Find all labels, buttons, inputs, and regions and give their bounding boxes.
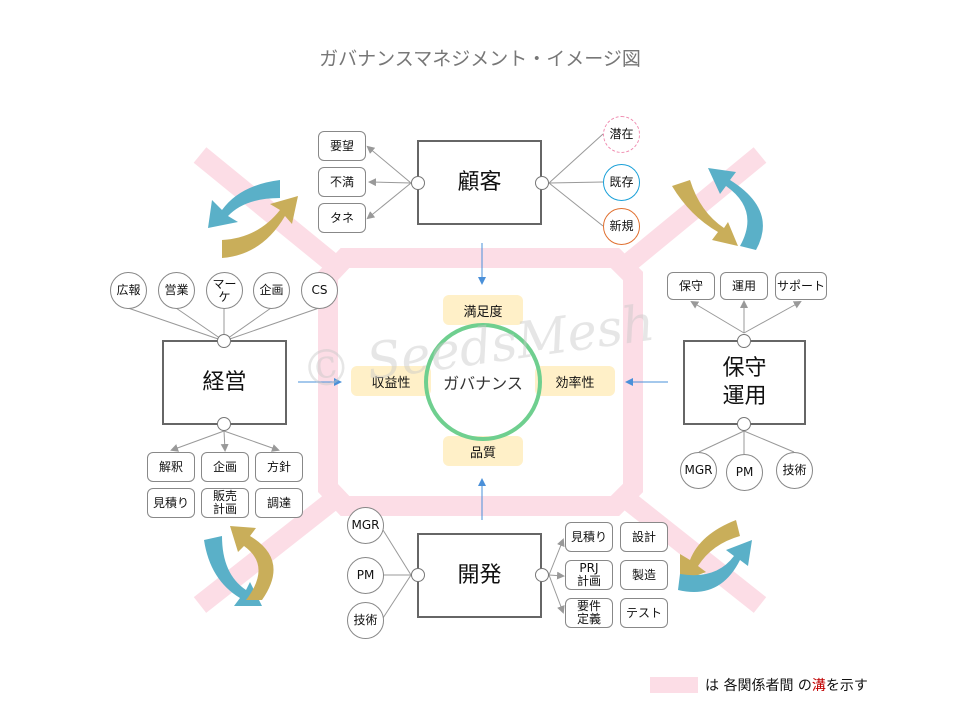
connector-node (535, 568, 549, 582)
connector-node (737, 417, 751, 431)
development-design: 設計 (620, 522, 668, 552)
teal-arrow-icon (708, 168, 763, 250)
management-box: 経営 (162, 340, 287, 425)
operations-box: 保守 運用 (683, 340, 806, 425)
connector-node (217, 417, 231, 431)
connector-node (217, 334, 231, 348)
operations-tech: 技術 (776, 452, 813, 489)
management-policy: 方針 (255, 452, 303, 482)
existing-customer: 既存 (603, 164, 640, 201)
profitability-label: 収益性 (351, 366, 431, 396)
potential-customer: 潜在 (603, 116, 640, 153)
gold-arrow-icon (680, 520, 740, 582)
development-requirements: 要件 定義 (565, 598, 613, 628)
operations-operation: 運用 (720, 272, 768, 300)
development-box: 開発 (417, 533, 542, 618)
connector-node (737, 334, 751, 348)
development-mgr: MGR (347, 507, 384, 544)
legend-highlight: 溝 (811, 678, 826, 694)
connector-lines (127, 133, 802, 619)
management-marketing: マー ケ (206, 272, 243, 309)
management-procurement: 調達 (255, 488, 303, 518)
gold-arrow-icon (222, 196, 298, 258)
management-cs: CS (301, 272, 338, 309)
governance-circle: ガバナンス (424, 323, 542, 441)
management-interpretation: 解釈 (147, 452, 195, 482)
new-customer: 新規 (603, 208, 640, 245)
management-plan: 企画 (201, 452, 249, 482)
operations-pm: PM (726, 454, 763, 491)
connector-node (411, 176, 425, 190)
diagram-title: ガバナンスマネジメント・イメージ図 (319, 48, 641, 70)
legend-text: は 各関係者間 の 溝を示す (705, 675, 868, 695)
management-planning: 企画 (253, 272, 290, 309)
curved-arrows (204, 168, 763, 606)
gold-arrow-icon (672, 180, 738, 246)
development-project-plan: PRJ 計画 (565, 560, 613, 590)
development-test: テスト (620, 598, 668, 628)
management-pr: 広報 (110, 272, 147, 309)
legend-post: を示す (825, 678, 868, 694)
customer-request: 要望 (318, 131, 366, 161)
legend-swatch (650, 677, 698, 693)
management-sales-plan: 販売 計画 (201, 488, 249, 518)
influence-arrows (298, 243, 668, 520)
development-pm: PM (347, 557, 384, 594)
customer-seed: タネ (318, 203, 366, 233)
operations-support: サポート (775, 272, 827, 300)
connector-node (535, 176, 549, 190)
development-manufacturing: 製造 (620, 560, 668, 590)
efficiency-label: 効率性 (535, 366, 615, 396)
customer-box: 顧客 (417, 140, 542, 225)
connector-node (411, 568, 425, 582)
management-estimate: 見積り (147, 488, 195, 518)
management-sales: 営業 (158, 272, 195, 309)
teal-arrow-icon (204, 536, 262, 606)
operations-maintenance: 保守 (667, 272, 715, 300)
development-estimate: 見積り (565, 522, 613, 552)
teal-arrow-icon (678, 540, 752, 592)
gold-arrow-icon (230, 526, 274, 600)
development-tech: 技術 (347, 602, 384, 639)
customer-complaint: 不満 (318, 167, 366, 197)
legend-pre: は 各関係者間 の (705, 678, 812, 694)
quality-label: 品質 (443, 436, 523, 466)
satisfaction-label: 満足度 (443, 295, 523, 325)
operations-mgr: MGR (680, 452, 717, 489)
teal-arrow-icon (208, 180, 280, 228)
